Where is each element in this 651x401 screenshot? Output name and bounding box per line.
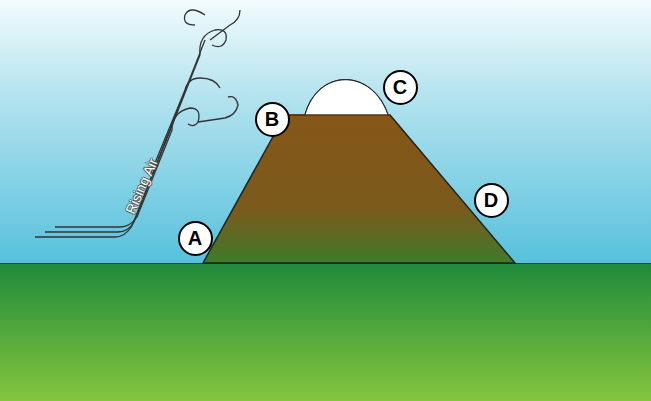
ground <box>0 263 651 401</box>
callout-letter: A <box>188 228 202 248</box>
callout-circle: D <box>474 183 509 218</box>
snow-cap <box>305 80 388 115</box>
callout-letter: D <box>484 190 498 210</box>
air-label: Rising Air <box>123 156 162 217</box>
callout-letter: C <box>393 77 407 97</box>
callout-circle: A <box>178 221 213 256</box>
callout-letter: B <box>265 109 279 129</box>
rising-air-arrows <box>35 10 240 237</box>
snow-line <box>285 115 390 116</box>
sky <box>0 0 651 264</box>
mountain <box>203 80 515 263</box>
callout-circle: C <box>383 70 418 105</box>
callout-circle: B <box>255 102 290 137</box>
